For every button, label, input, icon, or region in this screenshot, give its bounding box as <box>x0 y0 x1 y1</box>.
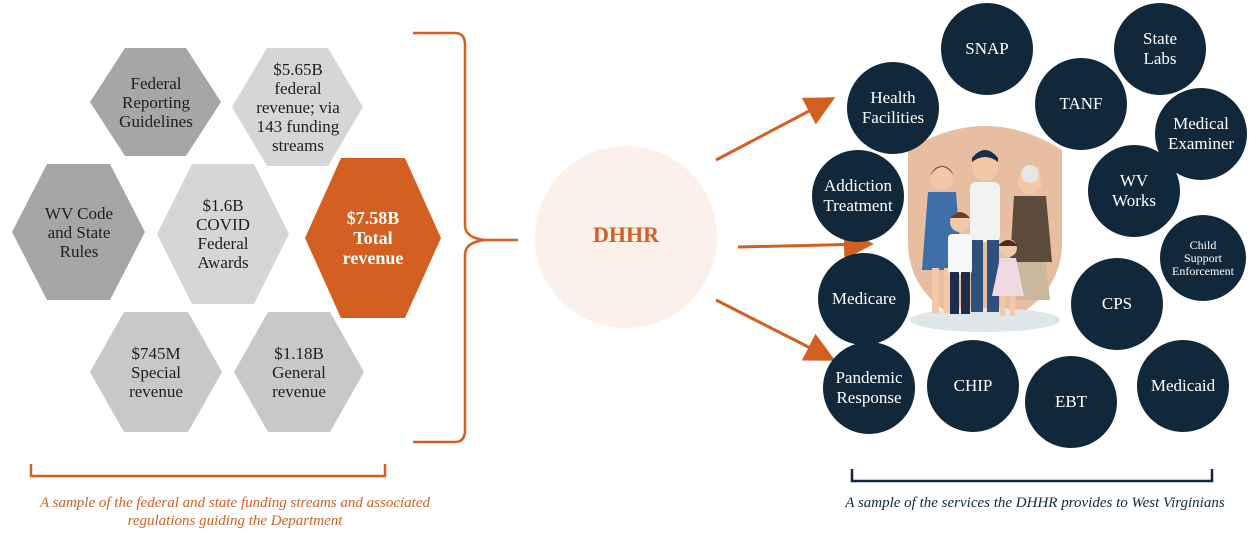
hex-covid-awards <box>157 164 289 304</box>
service-health-facilities: Health Facilities <box>847 62 939 154</box>
hex-label-total-revenue: $7.58B Total revenue <box>342 208 404 268</box>
hex-wv-code <box>12 164 145 300</box>
service-wv-works: WV Works <box>1088 145 1180 237</box>
arrow-middle <box>737 229 874 260</box>
family-illustration <box>908 126 1062 332</box>
curly-brace-funding <box>413 31 518 444</box>
service-cps: CPS <box>1071 258 1163 350</box>
service-ebt: EBT <box>1025 356 1117 448</box>
service-addiction-treatment: Addiction Treatment <box>812 150 904 242</box>
hex-label-covid-awards: $1.6B COVID Federal Awards <box>196 196 250 272</box>
hex-label-federal-reporting: Federal Reporting Guidelines <box>119 73 193 131</box>
hex-total-revenue <box>305 158 441 318</box>
service-state-labs: State Labs <box>1114 3 1206 95</box>
bracket-left <box>29 464 387 478</box>
service-child-support: Child Support Enforcement <box>1160 215 1246 301</box>
hex-general-revenue <box>234 312 364 432</box>
caption-right: A sample of the services the DHHR provid… <box>845 495 1225 511</box>
service-pandemic-response: Pandemic Response <box>823 342 915 434</box>
hex-label-wv-code: WV Code and State Rules <box>44 203 114 261</box>
bracket-right <box>850 469 1214 483</box>
service-medicare: Medicare <box>818 253 910 345</box>
hex-federal-revenue <box>232 48 363 166</box>
dhhr-label: DHHR <box>593 222 659 247</box>
hex-label-special-revenue: $745M Special revenue <box>129 343 183 401</box>
service-chip: CHIP <box>927 340 1019 432</box>
arrow-upper <box>715 97 836 162</box>
hex-label-general-revenue: $1.18B General revenue <box>272 343 326 401</box>
hex-special-revenue <box>90 312 222 432</box>
caption-left: A sample of the federal and state fundin… <box>40 495 430 529</box>
dhhr-circle <box>535 146 717 328</box>
hex-label-federal-revenue: $5.65B federal revenue; via 143 funding … <box>256 59 340 155</box>
service-snap: SNAP <box>941 3 1033 95</box>
service-tanf: TANF <box>1035 58 1127 150</box>
service-medicaid: Medicaid <box>1137 340 1229 432</box>
hex-federal-reporting <box>90 48 221 156</box>
arrow-lower <box>715 298 836 361</box>
